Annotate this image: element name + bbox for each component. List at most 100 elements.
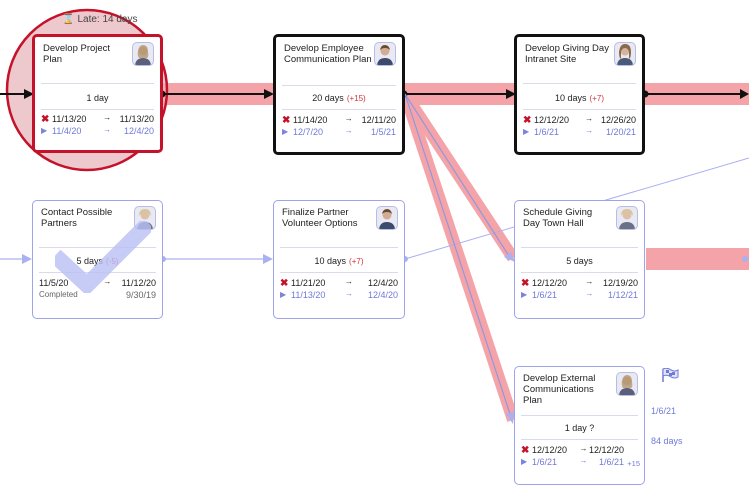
baseline-dates: ✖ 11/21/20 → 12/4/20 [280,277,398,289]
divider [521,247,638,248]
task-card-schedule-giving-day-town-hall[interactable]: Schedule Giving Day Town Hall 5 days ✖ 1… [514,200,645,319]
baseline-start: 12/12/20 [534,115,570,125]
milestone-duration: 84 days [651,436,683,446]
divider [41,109,154,110]
link-dot [742,256,748,262]
divider [39,247,156,248]
arrow-right-icon: → [103,113,112,122]
dependency-link [404,93,511,415]
cross-icon: ✖ [523,115,532,126]
arrow-head [504,252,515,262]
baseline-dates: ✖ 11/14/20 → 12/11/20 [282,114,396,126]
task-title: Develop Giving Day Intranet Site [525,43,609,65]
actual-end: 12/4/20 [367,290,398,300]
actual-dates: ▶ 1/6/21 → 1/6/21 [521,456,638,468]
actual-end: 1/20/21 [605,127,636,137]
task-card-develop-giving-day-intranet-site[interactable]: Develop Giving Day Intranet Site 10 days… [514,34,645,155]
completed-date: 9/30/19 [125,290,156,300]
critical-band [646,248,749,270]
avatar [374,42,396,66]
actual-end: 12/4/20 [123,126,154,136]
cross-icon: ✖ [282,115,291,126]
avatar [134,206,156,230]
actual-end: 1/12/21 [607,290,638,300]
baseline-dates: ✖ 12/12/20 → 12/26/20 [523,114,636,126]
duration-delta: (+15) [346,94,366,103]
task-title: Finalize Partner Volunteer Options [282,207,358,229]
duration-delta: (+7) [589,94,604,103]
avatar [614,42,636,66]
divider [521,439,638,440]
task-card-develop-employee-communication-plan[interactable]: Develop Employee Communication Plan 20 d… [273,34,405,155]
baseline-start: 11/21/20 [291,278,326,288]
baseline-start: 11/14/20 [293,115,328,125]
task-title: Contact Possible Partners [41,207,113,229]
task-card-develop-project-plan[interactable]: Develop Project Plan 1 day ✖ 11/13/20 → … [32,34,163,153]
task-duration: 1 day [35,93,160,103]
actual-start: 11/13/20 [291,290,326,300]
arrow-head [740,89,749,99]
duration-value: 10 days [314,256,347,266]
cross-icon: ✖ [41,114,50,125]
avatar [616,372,638,396]
task-duration: 20 days(+15) [276,93,402,103]
slack-extra: +15 [627,459,640,468]
baseline-end: 12/4/20 [367,278,398,288]
task-card-finalize-partner-volunteer-options[interactable]: Finalize Partner Volunteer Options 10 da… [273,200,405,319]
duration-value: 5 days [566,256,593,266]
task-duration: 5 days [515,256,644,266]
baseline-start: 12/12/20 [532,445,568,455]
baseline-dates: ✖ 12/12/20 → 12/12/20 [521,444,638,456]
actual-dates: ▶ 1/6/21 → 1/20/21 [523,126,636,138]
arrow-right-icon: → [344,289,353,298]
duration-delta: (+7) [349,257,364,266]
baseline-end: 12/19/20 [602,278,638,288]
baseline-dates: ✖ 12/12/20 → 12/19/20 [521,277,638,289]
arrow-right-icon: → [344,277,353,286]
arrow-right-icon: → [344,126,353,135]
actual-dates: ▶ 11/13/20 → 12/4/20 [280,289,398,301]
duration-value: 1 day ? [564,423,595,433]
actual-start: 1/6/21 [532,457,558,467]
checkered-flag-icon [662,368,679,382]
play-icon: ▶ [521,290,528,299]
baseline-end: 12/12/20 [588,445,624,455]
arrow-right-icon: → [344,114,353,123]
arrow-right-icon: → [103,277,112,286]
arrow-right-icon: → [585,277,594,286]
late-badge: ⌛Late: 14 days [62,14,138,25]
status-label: Completed [39,290,78,299]
duration-value: 5 days [76,256,104,266]
task-title: Develop Project Plan [43,43,111,65]
divider [280,272,398,273]
actual-end: 1/5/21 [370,127,396,137]
baseline-dates: 11/5/20 → 11/12/20 [39,277,156,289]
arrow-right-icon: → [585,289,594,298]
task-title: Develop External Communications Plan [523,373,596,406]
actual-start: 1/6/21 [532,290,558,300]
arrow-head [264,89,274,99]
duration-value: 1 day [86,93,109,103]
play-icon: ▶ [41,126,48,135]
play-icon: ▶ [521,457,528,466]
avatar [616,206,638,230]
actual-start: 11/4/20 [52,126,82,136]
dependency-link [404,93,510,257]
duration-value: 10 days [555,93,587,103]
arrow-head [506,89,516,99]
task-title: Develop Employee Communication Plan [284,43,372,65]
play-icon: ▶ [282,127,289,136]
divider [39,272,156,273]
divider [282,109,396,110]
baseline-end: 12/26/20 [600,115,636,125]
baseline-dates: ✖ 11/13/20 → 11/13/20 [41,113,154,125]
milestone-date: 1/6/21 [651,406,677,416]
arrow-head [506,412,514,424]
task-card-develop-external-communications-plan[interactable]: Develop External Communications Plan 1 d… [514,366,645,485]
arrow-right-icon: → [103,125,112,134]
baseline-start: 11/13/20 [52,114,87,124]
task-duration: 5 days(-5) [33,256,162,266]
baseline-start: 12/12/20 [532,278,568,288]
task-card-contact-possible-partners[interactable]: Contact Possible Partners 5 days(-5) 11/… [32,200,163,319]
arrow-head [263,254,273,264]
